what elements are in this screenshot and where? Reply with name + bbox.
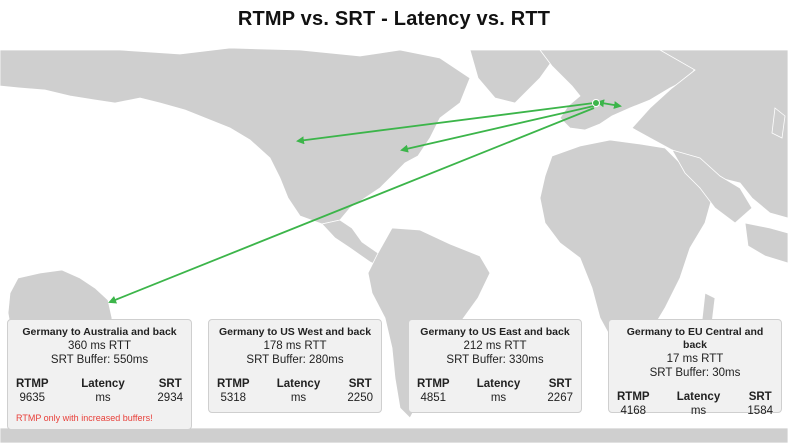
srt-label: SRT [348, 378, 372, 390]
srt-value: 1584 [747, 405, 773, 417]
arrow-germany-australia [108, 107, 595, 304]
rtmp-label: RTMP [16, 378, 49, 390]
card-route: Germany to US West and back [218, 326, 372, 338]
srt-value: 2250 [347, 392, 373, 404]
germany-origin-dot [592, 99, 600, 107]
rtmp-label: RTMP [217, 378, 250, 390]
card-australia: Germany to Australia and back 360 ms RTT… [7, 319, 192, 430]
latency-unit: ms [290, 392, 307, 404]
rtmp-value: 4851 [420, 392, 447, 404]
card-stats: RTMP 4168 Latency ms SRT 1584 [617, 390, 773, 418]
card-stats: RTMP 5318 Latency ms SRT 2250 [217, 377, 373, 405]
card-stats: RTMP 4851 Latency ms SRT 2267 [417, 377, 573, 405]
rtmp-label: RTMP [417, 378, 450, 390]
card-us-west: Germany to US West and back 178 ms RTT S… [208, 319, 382, 413]
arrow-germany-us-east [400, 105, 595, 153]
southeast-asia-landmass [744, 222, 788, 264]
africa-landmass [539, 139, 713, 349]
rtmp-value: 9635 [19, 392, 46, 404]
srt-label: SRT [748, 391, 772, 403]
latency-unit: ms [490, 392, 507, 404]
card-rtt: 360 ms RTT [67, 340, 132, 352]
card-rtt: 212 ms RTT [463, 340, 527, 352]
latency-label: Latency [676, 391, 721, 403]
card-buffer: SRT Buffer: 550ms [50, 354, 149, 366]
japan-landmass [771, 107, 786, 139]
rtmp-value: 4168 [620, 405, 647, 417]
arabia-india-landmass [671, 149, 753, 224]
srt-value: 2934 [157, 392, 183, 404]
latency-label: Latency [276, 378, 321, 390]
north-america-landmass [0, 48, 471, 225]
rtmp-label: RTMP [617, 391, 650, 403]
warning-note: RTMP only with increased buffers! [16, 413, 153, 423]
srt-label: SRT [548, 378, 572, 390]
card-route: Germany to EU Central and back [626, 326, 764, 351]
arrow-germany-us-west [296, 102, 595, 145]
latency-label: Latency [81, 378, 125, 390]
antarctica-landmass [0, 427, 788, 443]
card-route: Germany to US East and back [420, 326, 570, 338]
card-route: Germany to Australia and back [22, 326, 177, 338]
world-map-svg [0, 48, 788, 443]
card-buffer: SRT Buffer: 330ms [446, 354, 544, 366]
latency-unit: ms [95, 392, 111, 404]
latency-label: Latency [476, 378, 521, 390]
card-buffer: SRT Buffer: 280ms [246, 354, 344, 366]
card-rtt: 17 ms RTT [666, 353, 724, 365]
rtmp-value: 5318 [220, 392, 247, 404]
card-eu-central: Germany to EU Central and back 17 ms RTT… [608, 319, 782, 417]
card-stats: RTMP 9635 Latency ms SRT 2934 [16, 377, 183, 405]
latency-unit: ms [690, 405, 707, 417]
card-us-east: Germany to US East and back 212 ms RTT S… [408, 319, 582, 413]
card-buffer: SRT Buffer: 30ms [649, 367, 741, 379]
page-title: RTMP vs. SRT - Latency vs. RTT [237, 8, 551, 30]
srt-value: 2267 [547, 392, 573, 404]
arrow-germany-eu-central [596, 99, 622, 109]
srt-label: SRT [158, 378, 182, 390]
card-rtt: 178 ms RTT [263, 340, 327, 352]
